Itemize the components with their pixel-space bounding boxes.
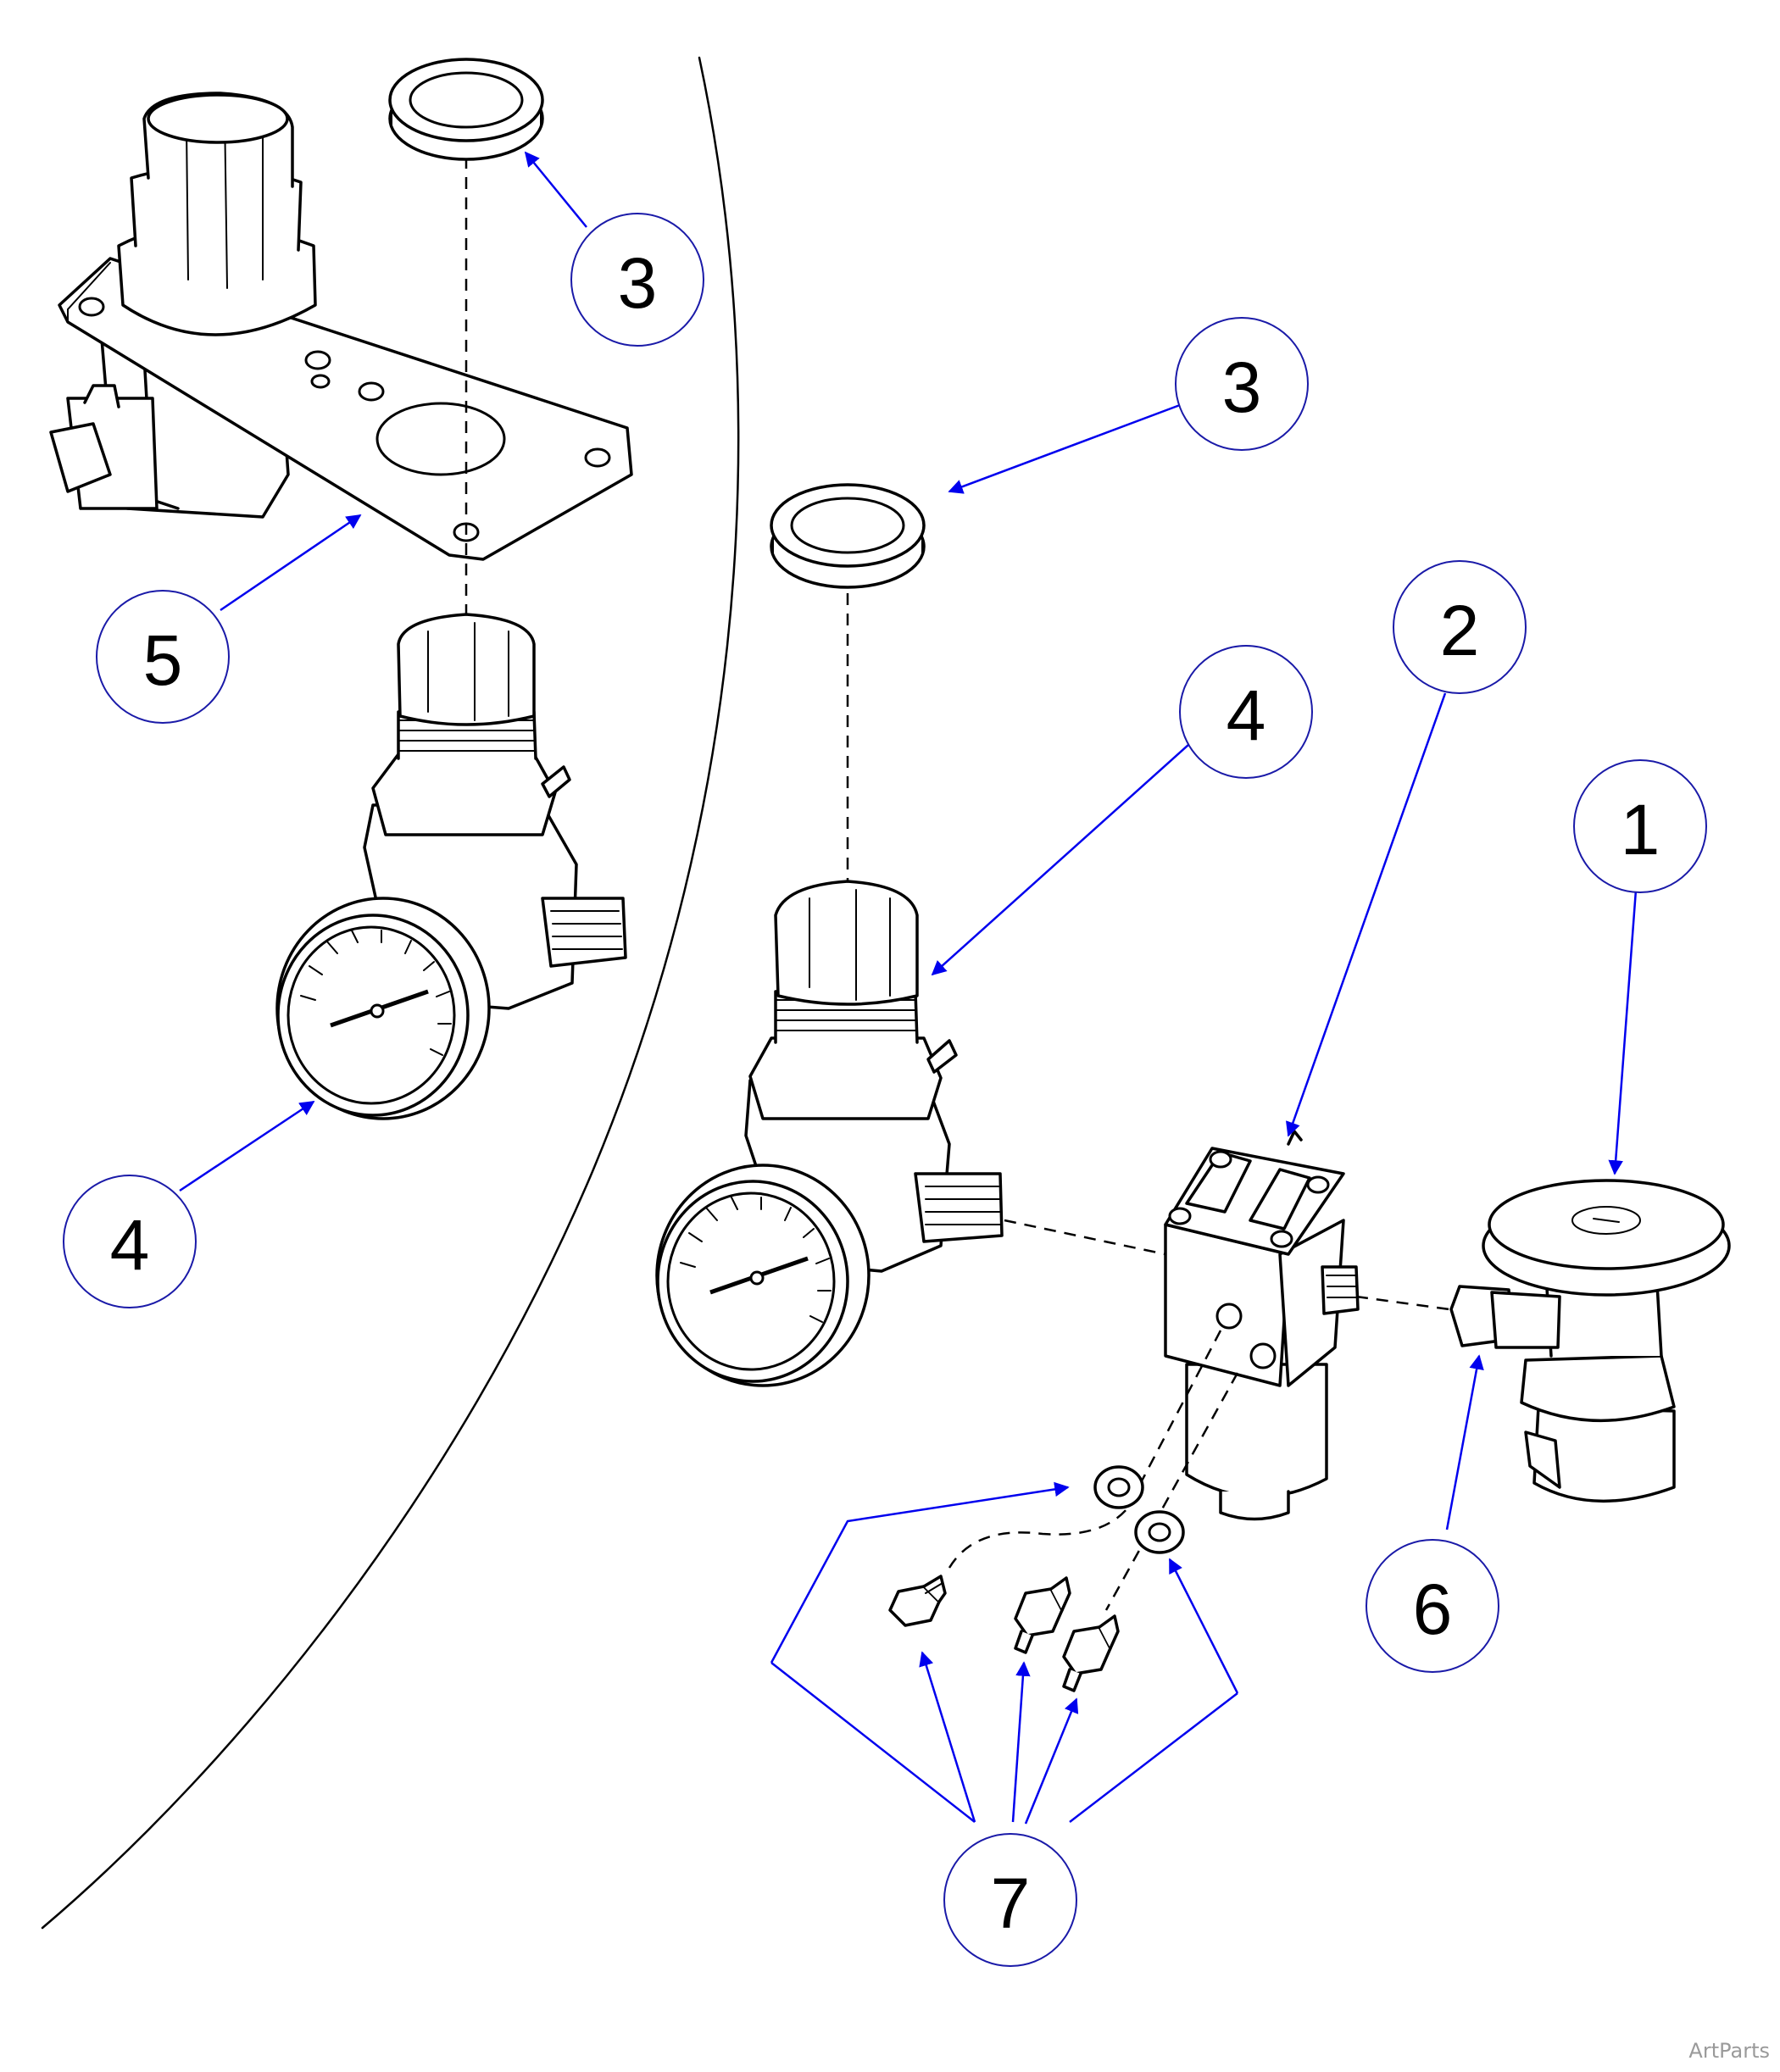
leader-lines xyxy=(179,151,1638,1825)
barb-fitting-2 xyxy=(1062,1614,1120,1692)
callout-4-left: 4 xyxy=(63,1175,197,1308)
callout-5: 5 xyxy=(96,590,230,724)
watermark: ArtParts xyxy=(1688,2039,1770,2063)
ring-nut-upper xyxy=(388,58,544,161)
callout-7-label: 7 xyxy=(991,1864,1031,1943)
callout-1-label: 1 xyxy=(1621,790,1660,869)
manifold-block xyxy=(1164,1130,1360,1521)
washer-b xyxy=(1134,1510,1185,1554)
callout-2: 2 xyxy=(1393,560,1527,694)
ring-nut-center xyxy=(770,483,926,589)
callout-4-center: 4 xyxy=(1179,645,1313,779)
callout-5-label: 5 xyxy=(143,620,183,700)
callout-1: 1 xyxy=(1573,759,1707,893)
plug-fitting xyxy=(888,1575,947,1627)
callout-7: 7 xyxy=(943,1833,1077,1967)
callout-3-center: 3 xyxy=(1175,317,1309,451)
callout-6: 6 xyxy=(1366,1539,1499,1673)
callout-3-center-label: 3 xyxy=(1222,347,1262,427)
regulator-left xyxy=(275,613,627,1120)
callout-3-upper-label: 3 xyxy=(618,243,658,323)
shutoff-valve xyxy=(1449,1179,1731,1503)
callout-4-left-label: 4 xyxy=(110,1205,150,1285)
washer-a xyxy=(1093,1465,1144,1509)
enclosure-outline xyxy=(41,56,740,1930)
bracket-assembly xyxy=(49,92,633,561)
callout-3-upper: 3 xyxy=(570,213,704,347)
callout-6-label: 6 xyxy=(1413,1569,1453,1649)
callout-4-center-label: 4 xyxy=(1227,675,1266,755)
barb-fitting-1 xyxy=(1014,1576,1071,1654)
regulator-center xyxy=(655,880,1004,1387)
callout-2-label: 2 xyxy=(1440,591,1480,670)
